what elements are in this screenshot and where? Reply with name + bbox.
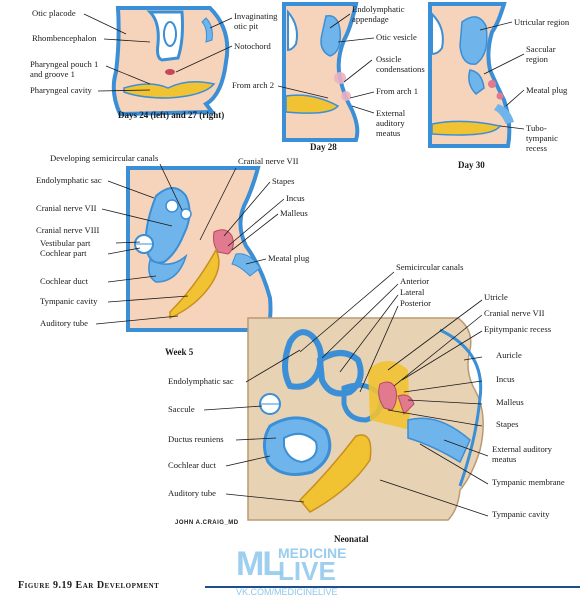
caption-day30: Day 30 xyxy=(458,160,485,170)
artist-signature: JOHN A.CRAIG_MD xyxy=(175,520,239,526)
label-incus-w5: Incus xyxy=(286,193,305,203)
label-cochlear-part: Cochlear part xyxy=(40,248,87,258)
label-cochlear-duct-w5: Cochlear duct xyxy=(40,276,88,286)
label-vestibular-part: Vestibular part xyxy=(40,238,91,248)
caption-neonatal: Neonatal xyxy=(334,534,369,544)
label-developing-canals: Developing semicircular canals xyxy=(50,153,159,163)
label-external-auditory: External auditory xyxy=(492,444,552,454)
label-anterior: Anterior xyxy=(400,276,430,286)
panel-day24-illustration xyxy=(111,6,230,117)
label-cranial-nerve-vii-top: Cranial nerve VII xyxy=(238,156,299,166)
leader-lines xyxy=(83,13,525,517)
panel-day28-illustration xyxy=(282,2,360,142)
caption-rule xyxy=(205,586,580,588)
label-auditory-tube-neo: Auditory tube xyxy=(168,488,216,498)
label-cranial-nerve-vii-w5: Cranial nerve VII xyxy=(36,203,97,213)
panel-day30-illustration xyxy=(428,2,514,148)
label-cranial-nerve-vii-neo: Cranial nerve VII xyxy=(484,308,545,318)
watermark-url: VK.COM/MEDICINELIVE xyxy=(236,587,338,597)
label-saccular: Saccular xyxy=(526,44,556,54)
label-otic-placode: Otic placode xyxy=(32,8,76,18)
label-endolymphatic: Endolymphatic xyxy=(352,4,405,14)
label-auricle: Auricle xyxy=(496,350,522,360)
label-from-arch-1: From arch 1 xyxy=(376,86,419,96)
label-pharyngeal-pouch: Pharyngeal pouch 1 xyxy=(30,59,99,69)
panel-neonatal-illustration xyxy=(247,317,484,521)
label-meatus: meatus xyxy=(376,128,401,138)
label-external-meatus: meatus xyxy=(492,454,517,464)
label-tubo: Tubo- xyxy=(526,123,547,133)
label-epitympanic-recess: Epitympanic recess xyxy=(484,324,552,334)
label-condensations: condensations xyxy=(376,64,425,74)
label-tympanic-membrane: Tympanic membrane xyxy=(492,477,565,487)
label-meatal-plug-w5: Meatal plug xyxy=(268,253,310,263)
label-semicircular-canals: Semicircular canals xyxy=(396,262,464,272)
label-pharyngeal-groove: and groove 1 xyxy=(30,69,75,79)
label-malleus-neo: Malleus xyxy=(496,397,524,407)
label-invaginating: Invaginating xyxy=(234,11,278,21)
label-utricular-region: Utricular region xyxy=(514,17,570,27)
label-ductus-reuniens: Ductus reuniens xyxy=(168,434,224,444)
label-lateral: Lateral xyxy=(400,287,425,297)
label-incus-neo: Incus xyxy=(496,374,515,384)
label-tympanic-cavity-neo: Tympanic cavity xyxy=(492,509,550,519)
watermark-medicine: MEDICINE xyxy=(278,545,347,561)
label-endolymphatic-sac-w5: Endolymphatic sac xyxy=(36,175,102,185)
label-notochord: Notochord xyxy=(234,41,271,51)
label-region: region xyxy=(526,54,548,64)
label-endolymphatic-sac-neo: Endolymphatic sac xyxy=(168,376,234,386)
watermark-live: LIVE xyxy=(278,556,336,586)
caption-day28: Day 28 xyxy=(310,142,337,152)
caption-day24: Days 24 (left) and 27 (right) xyxy=(118,110,225,120)
caption-week5: Week 5 xyxy=(165,347,194,357)
label-tympanic-cavity-w5: Tympanic cavity xyxy=(40,296,98,306)
label-otic-vesicle: Otic vesicle xyxy=(376,32,417,42)
label-auditory: auditory xyxy=(376,118,405,128)
label-external: External xyxy=(376,108,406,118)
label-otic-pit: otic pit xyxy=(234,21,259,31)
label-recess: recess xyxy=(526,143,547,153)
label-stapes-w5: Stapes xyxy=(272,176,295,186)
label-tympanic-d30: tympanic xyxy=(526,133,558,143)
label-ossicle: Ossicle xyxy=(376,54,402,64)
label-posterior: Posterior xyxy=(400,298,432,308)
label-appendage: appendage xyxy=(352,14,389,24)
label-malleus-w5: Malleus xyxy=(280,208,308,218)
label-saccule: Saccule xyxy=(168,404,195,414)
label-cochlear-duct-neo: Cochlear duct xyxy=(168,460,216,470)
label-from-arch-2: From arch 2 xyxy=(232,80,275,90)
label-meatal-plug-d30: Meatal plug xyxy=(526,85,568,95)
panel-week5-illustration xyxy=(126,166,273,332)
label-pharyngeal-cavity: Pharyngeal cavity xyxy=(30,85,92,95)
figure-caption: Figure 9.19 Ear Development xyxy=(18,580,160,591)
label-utricle: Utricle xyxy=(484,292,508,302)
label-stapes-neo: Stapes xyxy=(496,419,519,429)
label-rhombencephalon: Rhombencephalon xyxy=(32,33,97,43)
label-cranial-nerve-viii: Cranial nerve VIII xyxy=(36,225,100,235)
label-auditory-tube-w5: Auditory tube xyxy=(40,318,88,328)
watermark-logo: ML xyxy=(236,545,283,583)
